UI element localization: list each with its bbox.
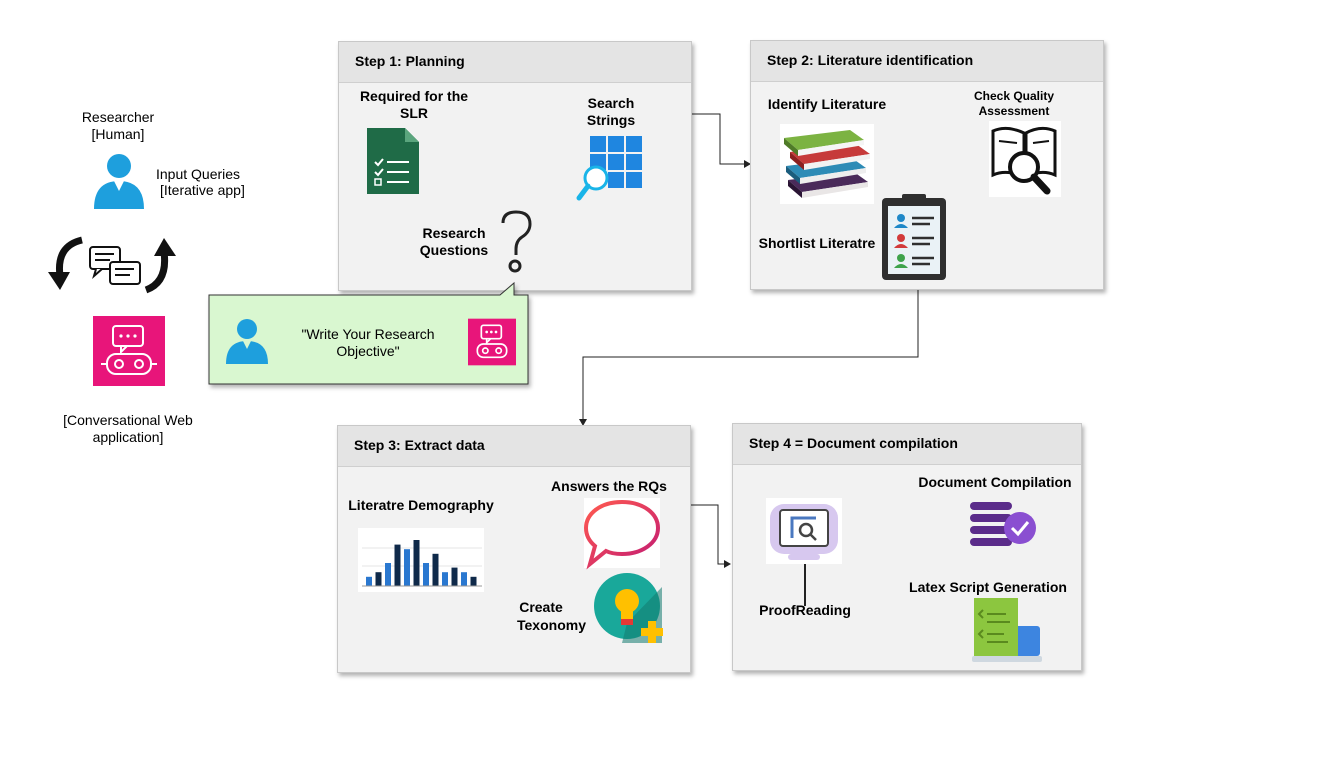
step4-header: Step 4 = Document compilation bbox=[733, 424, 1081, 465]
create-taxonomy-label-line2: Texonomy bbox=[517, 617, 586, 633]
chart-icon-bar bbox=[432, 553, 439, 586]
chart-icon-bar bbox=[413, 540, 420, 586]
books-stack-icon bbox=[780, 124, 874, 204]
question-mark-icon bbox=[501, 210, 532, 273]
proofreading-monitor-icon bbox=[766, 498, 842, 564]
conversation-exchange-icon bbox=[46, 234, 178, 294]
chart-icon-bar bbox=[375, 572, 382, 586]
research-questions-label-line2: Questions bbox=[419, 242, 489, 258]
step2-title: Step 2: Literature identification bbox=[767, 52, 974, 68]
code-script-icon bbox=[972, 598, 1042, 662]
identify-literature-label: Identify Literature bbox=[767, 96, 887, 112]
book-magnifier-icon bbox=[989, 121, 1061, 197]
chart-icon-bar bbox=[451, 567, 458, 586]
required-slr-label-line1: Required for the bbox=[359, 88, 469, 104]
lightbulb-idea-icon bbox=[594, 573, 663, 643]
step1-title: Step 1: Planning bbox=[355, 53, 465, 69]
step1-header: Step 1: Planning bbox=[339, 42, 691, 83]
document-checklist-icon bbox=[367, 128, 419, 194]
chart-icon-bar bbox=[423, 563, 429, 586]
check-quality-label-line2: Assessment bbox=[978, 104, 1050, 118]
chart-icon-bar bbox=[470, 576, 477, 586]
chart-icon-bar bbox=[385, 563, 391, 586]
chart-icon-bar bbox=[404, 549, 410, 586]
research-questions-label-line1: Research bbox=[422, 225, 486, 241]
prompt-text-line2: Objective" bbox=[336, 343, 400, 359]
bar-chart-icon bbox=[358, 528, 484, 592]
chart-icon-bar bbox=[461, 572, 467, 586]
user-avatar-icon bbox=[226, 319, 268, 364]
input-queries-label: Input Queries bbox=[156, 166, 241, 182]
literature-demography-label: Literatre Demography bbox=[348, 497, 494, 513]
search-grid-icon bbox=[576, 136, 642, 201]
web-app-label-line2: application] bbox=[92, 429, 164, 445]
prompt-text-line1: "Write Your Research bbox=[301, 326, 435, 342]
required-slr-label-line2: SLR bbox=[400, 105, 428, 121]
proofreading-label: ProofReading bbox=[759, 602, 851, 618]
search-strings-label-line2: Strings bbox=[586, 112, 636, 128]
search-strings-label-line1: Search bbox=[587, 95, 635, 111]
step3-title: Step 3: Extract data bbox=[354, 437, 485, 453]
step3-header: Step 3: Extract data bbox=[338, 426, 690, 467]
person-icon bbox=[94, 154, 144, 209]
step2-header: Step 2: Literature identification bbox=[751, 41, 1103, 82]
create-taxonomy-label-line1: Create bbox=[519, 599, 563, 615]
check-quality-label-line1: Check Quality bbox=[973, 89, 1055, 103]
proofreading-stem-line bbox=[804, 564, 806, 606]
stacked-layers-check-icon bbox=[970, 502, 1036, 546]
chart-icon-bar bbox=[366, 576, 372, 586]
document-compilation-label: Document Compilation bbox=[918, 474, 1072, 490]
chatbot-icon bbox=[93, 316, 165, 386]
bot-small-icon bbox=[468, 318, 516, 366]
speech-bubble bbox=[208, 281, 529, 385]
clipboard-people-icon bbox=[882, 194, 946, 280]
chat-message-icon bbox=[583, 498, 661, 570]
answers-rqs-label: Answers the RQs bbox=[551, 478, 667, 494]
chart-icon-bar bbox=[442, 572, 448, 586]
shortlist-literature-label: Shortlist Literatre bbox=[758, 235, 876, 251]
researcher-label: Researcher bbox=[81, 109, 155, 125]
chart-icon-bar bbox=[394, 544, 401, 586]
iterative-app-label: [Iterative app] bbox=[160, 182, 245, 198]
step4-title: Step 4 = Document compilation bbox=[749, 435, 958, 451]
latex-script-label: Latex Script Generation bbox=[909, 579, 1067, 595]
web-app-label-line1: [Conversational Web bbox=[63, 412, 193, 428]
human-label: [Human] bbox=[91, 126, 145, 142]
